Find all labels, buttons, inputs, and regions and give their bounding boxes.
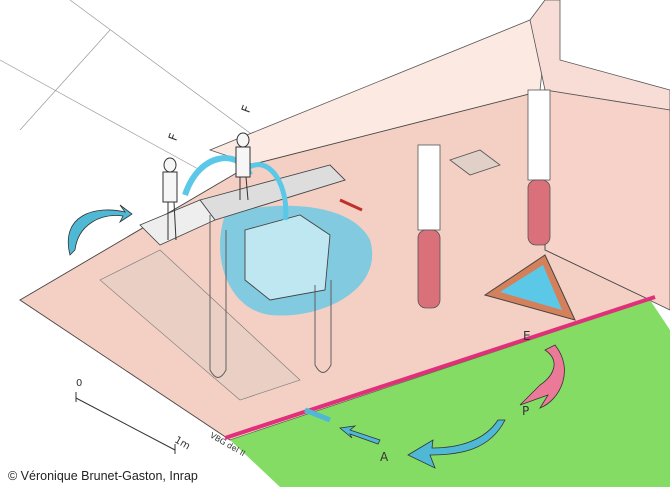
blue-arrow: [407, 419, 506, 469]
blue-curved-arrow: [67, 204, 133, 256]
water-jet: [243, 162, 289, 221]
copyright-credit: © Véronique Brunet-Gaston, Inrap: [8, 469, 198, 483]
label-p: P: [522, 404, 530, 418]
walkway: [99, 249, 301, 401]
step: [139, 199, 216, 246]
small-blue-arrow: [339, 425, 381, 445]
label-e: E: [523, 329, 531, 343]
label-a: A: [380, 450, 389, 464]
drain-edge: [224, 295, 656, 440]
red-arrow: [339, 198, 363, 212]
scale-bar: [75, 392, 176, 454]
pink-arrow: [519, 344, 565, 409]
floor-hatch: [449, 149, 501, 176]
columns: [417, 89, 551, 309]
outlet-pipe: [304, 407, 331, 423]
pipes: [209, 215, 332, 378]
triangle-water: [500, 265, 562, 310]
basin: [244, 214, 331, 301]
figures: [162, 132, 251, 241]
scale-zero: 0: [76, 378, 83, 389]
grass: [230, 300, 670, 487]
